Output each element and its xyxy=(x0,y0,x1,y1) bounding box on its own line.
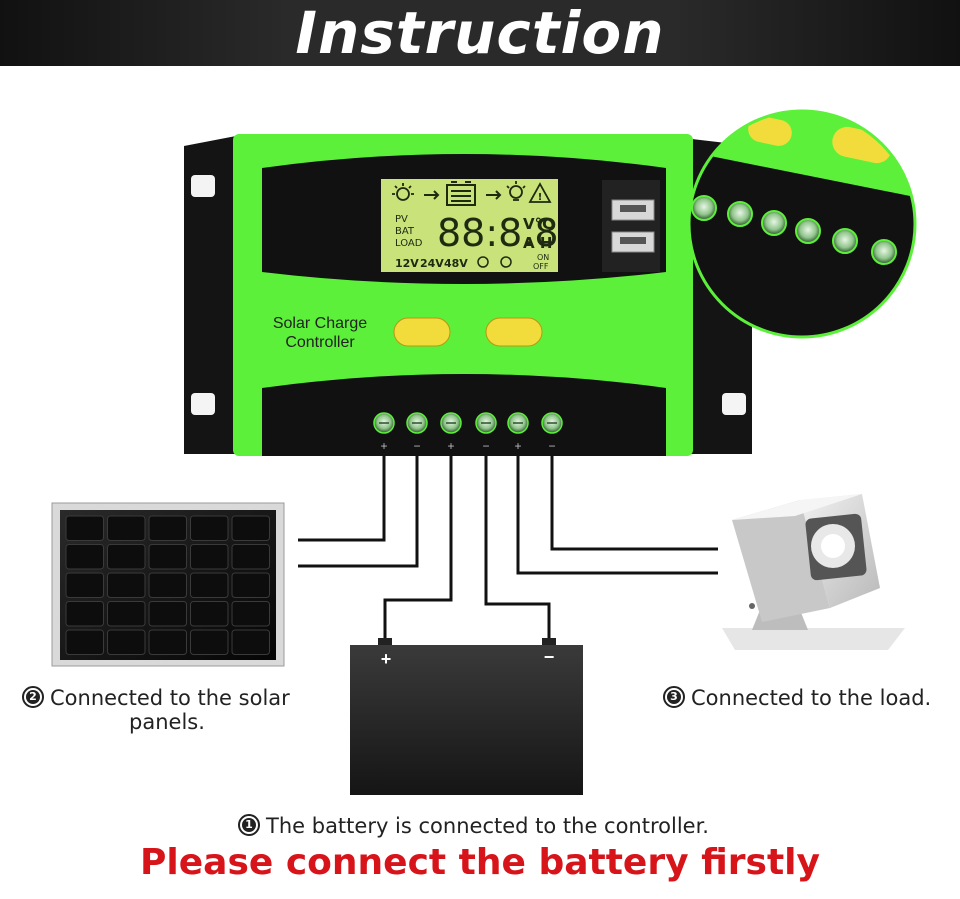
terminal-screw-zoomed xyxy=(691,195,717,221)
battery-minus-sign: − xyxy=(544,647,555,667)
solar-cell xyxy=(107,572,146,598)
solar-cell xyxy=(65,544,104,570)
solar-cell xyxy=(65,515,104,541)
lcd-sun-icon xyxy=(392,183,414,201)
wire-battery-positive xyxy=(383,455,453,642)
solar-cell xyxy=(107,601,146,627)
terminal-sign: − xyxy=(548,439,555,453)
page-title: Instruction xyxy=(295,0,665,67)
solar-cell xyxy=(65,601,104,627)
terminal-screw-zoomed xyxy=(761,210,787,236)
solar-cell xyxy=(231,544,270,570)
solar-cell xyxy=(107,544,146,570)
lcd-load-label: LOAD xyxy=(395,238,423,249)
solar-cell xyxy=(148,572,187,598)
battery-body xyxy=(350,645,583,795)
wire-load-positive xyxy=(516,455,718,575)
solar-cell xyxy=(231,572,270,598)
controller-label-line1: Solar Charge xyxy=(273,315,367,332)
step2-text-line2: panels. xyxy=(129,710,205,734)
step2-number-icon: 2 xyxy=(22,686,44,708)
terminal-sign: − xyxy=(482,439,489,453)
step3-caption: 3 Connected to the load. xyxy=(663,686,931,710)
svg-text:!: ! xyxy=(538,192,543,203)
solar-cell xyxy=(190,572,229,598)
lcd-bulb-icon xyxy=(506,181,526,201)
terminal-screw-zoomed xyxy=(795,218,821,244)
charge-controller: ! PV BAT LOAD 88:8.8 V°C A H 12V 24V 48V… xyxy=(184,134,752,456)
flood-lamp xyxy=(722,494,905,650)
step1-text: The battery is connected to the controll… xyxy=(266,814,709,838)
lcd-off-label: OFF xyxy=(533,262,549,271)
terminal-sign: + xyxy=(380,439,387,453)
solar-cell xyxy=(148,601,187,627)
terminal-screw-zoomed xyxy=(832,228,858,254)
wire-solar-positive xyxy=(298,455,386,542)
wire-battery-negative xyxy=(484,455,551,642)
warning-text: Please connect the battery firstly xyxy=(140,842,820,883)
solar-cell xyxy=(190,601,229,627)
solar-cell xyxy=(148,629,187,655)
lcd-battery-icon xyxy=(446,181,476,206)
solar-cell xyxy=(65,629,104,655)
terminal-screw-zoomed xyxy=(871,239,897,265)
usb-port-housing xyxy=(602,180,660,272)
controller-button-left[interactable] xyxy=(393,317,451,347)
lcd-bat-label: BAT xyxy=(395,226,415,237)
title-banner xyxy=(0,0,960,66)
mount-hole xyxy=(722,393,746,415)
lcd-digits: 88:8.8 xyxy=(437,211,559,255)
terminal-sign: + xyxy=(514,439,521,453)
terminal-zoom-inset xyxy=(687,109,917,339)
step1-caption: 1 The battery is connected to the control… xyxy=(238,814,709,838)
lcd-arrow-icon xyxy=(486,190,502,200)
solar-cell xyxy=(190,629,229,655)
step2-text-line1: Connected to the solar xyxy=(50,686,290,710)
terminal-screw-zoomed xyxy=(727,201,753,227)
solar-cell xyxy=(107,629,146,655)
mount-hole xyxy=(191,393,215,415)
step3-text: Connected to the load. xyxy=(691,686,932,710)
lcd-voltage-12: 12V xyxy=(395,257,419,270)
controller-label-line2: Controller xyxy=(285,334,355,351)
lcd-arrow-icon xyxy=(424,190,440,200)
lcd-warning-icon xyxy=(528,182,552,203)
controller-left-ear xyxy=(184,136,236,454)
solar-cell xyxy=(148,515,187,541)
terminal-sign: + xyxy=(447,439,454,453)
solar-cell xyxy=(148,544,187,570)
wires xyxy=(298,455,718,642)
step1-number-icon: 1 xyxy=(238,814,260,836)
battery: + − xyxy=(350,638,583,795)
lcd-unit-top: V°C xyxy=(523,215,553,233)
solar-cell xyxy=(231,629,270,655)
terminal-block xyxy=(262,374,666,456)
solar-cell xyxy=(190,515,229,541)
lcd-voltage-48: 48V xyxy=(444,257,468,270)
terminal-sign: − xyxy=(413,439,420,453)
battery-plus-sign: + xyxy=(381,649,392,669)
lcd-screen xyxy=(381,179,558,272)
wire-load-negative xyxy=(550,455,718,551)
solar-cell xyxy=(190,544,229,570)
solar-cell xyxy=(231,601,270,627)
step3-number-icon: 3 xyxy=(663,686,685,708)
mount-hole xyxy=(191,175,215,197)
lcd-timer-icon xyxy=(477,256,512,268)
lcd-pv-label: PV xyxy=(395,214,408,225)
lcd-on-label: ON xyxy=(537,253,549,262)
solar-cell xyxy=(65,572,104,598)
step2-caption: 2 Connected to the solar panels. xyxy=(22,686,312,734)
solar-cell xyxy=(231,515,270,541)
controller-button-right[interactable] xyxy=(485,317,543,347)
solar-panel xyxy=(51,502,285,667)
solar-cell xyxy=(107,515,146,541)
lcd-unit-bottom: A H xyxy=(523,234,552,252)
lcd-voltage-24: 24V xyxy=(420,257,444,270)
wire-solar-negative xyxy=(298,455,419,568)
